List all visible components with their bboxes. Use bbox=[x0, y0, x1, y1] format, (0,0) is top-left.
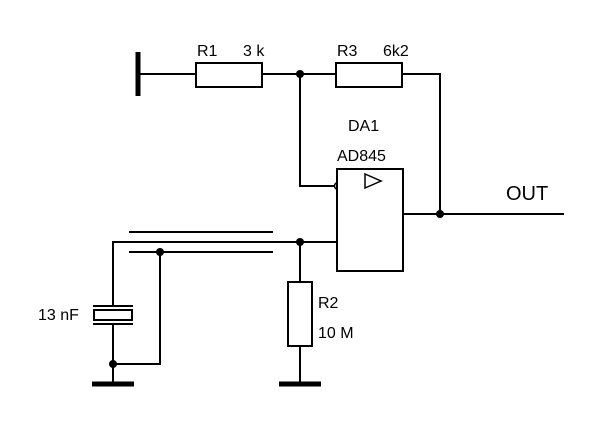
wire-shield-to-ground bbox=[112, 251, 161, 365]
wire-sensor-top bbox=[112, 241, 161, 307]
sensor-value-label: 13 nF bbox=[38, 307, 79, 324]
opamp-triangle-icon bbox=[364, 172, 383, 190]
r3-name-label: R3 bbox=[337, 43, 358, 60]
opamp-part-label: AD845 bbox=[337, 148, 386, 165]
opamp-name-label: DA1 bbox=[348, 118, 379, 135]
output-label: OUT bbox=[506, 183, 548, 205]
resistor-r3 bbox=[335, 62, 403, 88]
junction-dot-output bbox=[436, 210, 444, 218]
r1-name-label: R1 bbox=[197, 43, 218, 60]
r3-value-label: 6k2 bbox=[383, 43, 409, 60]
r1-value-label: 3 k bbox=[243, 43, 265, 60]
sensor-crystal-body bbox=[93, 309, 133, 321]
r2-name-label: R2 bbox=[318, 295, 339, 312]
resistor-r2 bbox=[287, 281, 313, 347]
resistor-r1 bbox=[195, 62, 263, 88]
r2-value-label: 10 M bbox=[318, 325, 354, 342]
